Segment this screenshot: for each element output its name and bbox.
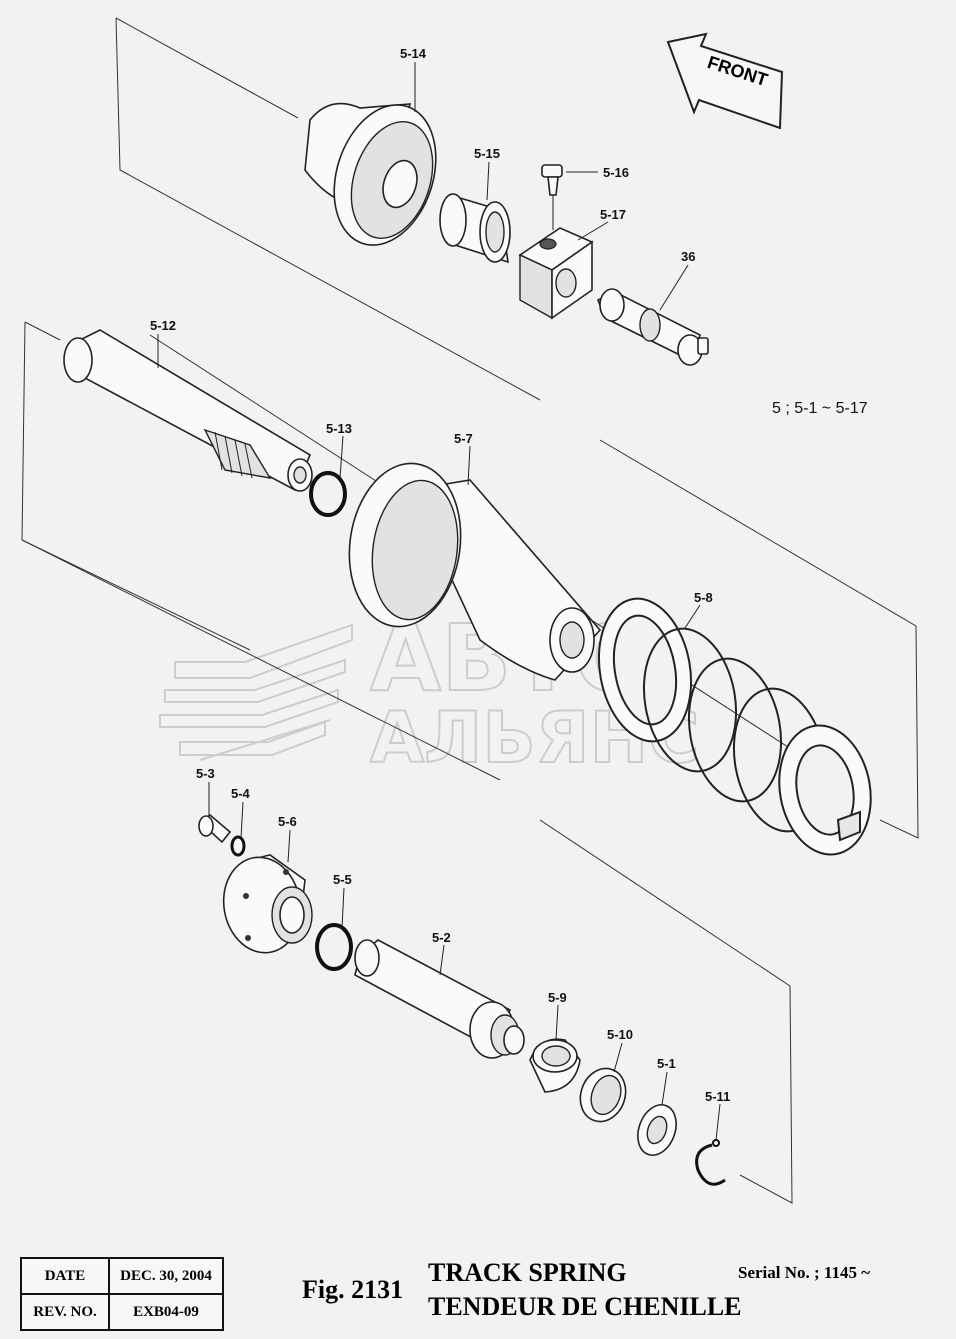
label-5-4: 5-4 bbox=[231, 786, 251, 801]
label-5-17: 5-17 bbox=[600, 207, 626, 222]
part-5-7-cylinder bbox=[348, 462, 602, 681]
front-direction-arrow: FRONT bbox=[666, 32, 784, 130]
label-5-13: 5-13 bbox=[326, 421, 352, 436]
label-36: 36 bbox=[681, 249, 695, 264]
label-5-10: 5-10 bbox=[607, 1027, 633, 1042]
part-5-6-flange bbox=[222, 854, 313, 954]
part-36-grease-valve bbox=[596, 288, 709, 366]
date-value: DEC. 30, 2004 bbox=[108, 1257, 224, 1295]
part-5-12-rod bbox=[63, 329, 313, 492]
label-5-8: 5-8 bbox=[694, 590, 713, 605]
part-5-9-ring bbox=[529, 1038, 581, 1093]
label-5-14: 5-14 bbox=[400, 46, 427, 61]
figure-number: Fig. 2131 bbox=[302, 1275, 404, 1304]
label-5-15: 5-15 bbox=[474, 146, 500, 161]
part-5-15-bushing bbox=[439, 193, 511, 264]
part-labels: 5-14 5-15 5-16 5-17 36 5-12 5-13 5-7 5 ;… bbox=[150, 46, 868, 1104]
title-french: TENDEUR DE CHENILLE bbox=[428, 1292, 742, 1321]
revision-table: DATE DEC. 30, 2004 REV. NO. EXB04-09 bbox=[20, 1257, 224, 1331]
label-5-16: 5-16 bbox=[603, 165, 629, 180]
rev-label: REV. NO. bbox=[20, 1293, 110, 1331]
title-english: TRACK SPRING bbox=[428, 1258, 627, 1287]
assembly-outline bbox=[21, 17, 919, 1204]
serial-number: Serial No. ; 1145 ~ bbox=[738, 1263, 871, 1282]
part-5-16-bolt bbox=[541, 164, 563, 230]
part-5-5-o-ring bbox=[315, 923, 353, 971]
part-5-4-washer bbox=[230, 835, 246, 857]
label-5-3: 5-3 bbox=[196, 766, 215, 781]
label-5-2: 5-2 bbox=[432, 930, 451, 945]
label-5-12: 5-12 bbox=[150, 318, 176, 333]
part-5-8-spring bbox=[597, 597, 872, 856]
label-5-1: 5-1 bbox=[657, 1056, 676, 1071]
leader-lines bbox=[157, 62, 721, 1141]
part-5-2-piston bbox=[354, 939, 525, 1059]
label-5-6: 5-6 bbox=[278, 814, 297, 829]
part-5-13-o-ring bbox=[309, 471, 347, 517]
assembly-note: 5 ; 5-1 ~ 5-17 bbox=[772, 400, 868, 417]
part-5-10-ring bbox=[579, 1067, 627, 1123]
part-5-11-snap-ring bbox=[695, 1139, 726, 1186]
part-5-14-flange bbox=[304, 102, 437, 246]
part-5-3-bolt bbox=[198, 813, 232, 844]
label-5-7: 5-7 bbox=[454, 431, 473, 446]
rev-value: EXB04-09 bbox=[108, 1293, 224, 1331]
label-5-9: 5-9 bbox=[548, 990, 567, 1005]
label-5-11: 5-11 bbox=[705, 1089, 730, 1104]
part-5-1-washer bbox=[637, 1104, 677, 1156]
part-5-17-block bbox=[518, 227, 594, 320]
label-5-5: 5-5 bbox=[333, 872, 352, 887]
date-label: DATE bbox=[20, 1257, 110, 1295]
